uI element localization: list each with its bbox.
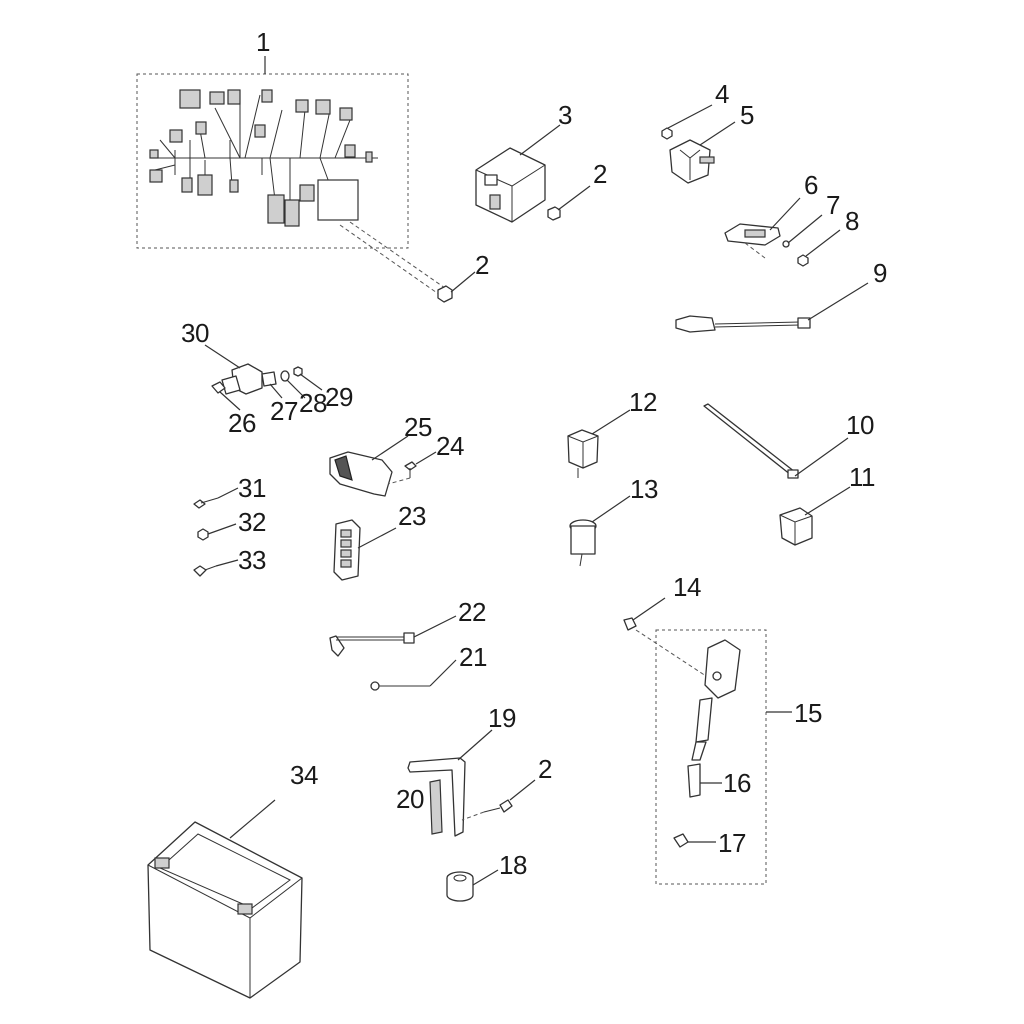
part-9-sensor-cable — [675, 282, 869, 333]
callout-2-harness-bolt: 2 — [475, 250, 489, 280]
part-28-washer — [280, 370, 306, 399]
callout-7: 7 — [826, 190, 840, 220]
part-1-dash-to-bolt — [339, 224, 441, 296]
callout-4: 4 — [715, 79, 729, 109]
part-20-pad — [429, 779, 443, 835]
part-31-bolt — [193, 487, 239, 509]
part-3-control-unit — [475, 124, 561, 223]
callout-17: 17 — [718, 828, 746, 858]
callout-24: 24 — [436, 431, 464, 461]
callout-26: 26 — [228, 408, 256, 438]
part-23-fuse-block — [333, 519, 397, 581]
callout-33: 33 — [238, 545, 266, 575]
part-29-nut — [293, 366, 323, 391]
callout-5: 5 — [740, 100, 754, 130]
part-15-ignition-coil — [655, 629, 792, 885]
part-18-grommet — [446, 869, 499, 902]
callout-19: 19 — [488, 703, 516, 733]
callout-8: 8 — [845, 206, 859, 236]
callout-34: 34 — [290, 760, 318, 790]
part-14-cap — [623, 597, 713, 681]
callout-22: 22 — [458, 597, 486, 627]
harness-connectors — [149, 89, 373, 227]
part-32-nut — [197, 523, 237, 541]
callout-2-ecu-bolt: 2 — [593, 159, 607, 189]
callout-16: 16 — [723, 768, 751, 798]
part-2-bolt-bracket — [461, 779, 536, 821]
callout-13: 13 — [630, 474, 658, 504]
callout-10: 10 — [846, 410, 874, 440]
part-13-sensor — [569, 495, 631, 567]
part-11-relay — [779, 486, 851, 546]
part-6-fuse-holder — [724, 197, 801, 259]
part-26-screw — [211, 381, 241, 411]
part-24-screw — [387, 451, 437, 485]
callout-9: 9 — [873, 258, 887, 288]
part-27-collar — [261, 371, 283, 399]
callout-6: 6 — [804, 170, 818, 200]
callout-11: 11 — [849, 462, 875, 492]
part-1-wiring-harness — [136, 56, 446, 296]
part-15-group-box — [655, 629, 767, 885]
callout-14: 14 — [673, 572, 701, 602]
part-25-cover — [329, 435, 409, 497]
part-21-ground-wire — [370, 659, 457, 691]
callout-labels: 1 2 3 2 4 5 6 7 8 9 10 11 12 13 14 15 16… — [181, 27, 888, 880]
callout-25: 25 — [404, 412, 432, 442]
callout-15: 15 — [794, 698, 822, 728]
callout-2-bracket-bolt: 2 — [538, 754, 552, 784]
part-12-flasher — [567, 409, 631, 478]
part-10-cable-tie — [703, 403, 849, 479]
callout-28: 28 — [299, 388, 327, 418]
part-22-cable — [329, 615, 457, 657]
part-19-bracket — [407, 729, 493, 837]
callout-12: 12 — [629, 387, 657, 417]
callout-18: 18 — [499, 850, 527, 880]
part-33-bolt — [193, 559, 239, 577]
part-7-washer — [782, 214, 823, 248]
part-30-sensor — [204, 344, 263, 395]
callout-20: 20 — [396, 784, 424, 814]
callout-30: 30 — [181, 318, 209, 348]
part-16-plug-cap — [687, 763, 722, 798]
callout-1: 1 — [256, 27, 270, 57]
callout-27: 27 — [270, 396, 298, 426]
callout-31: 31 — [238, 473, 266, 503]
part-2-bolt-harness — [437, 271, 476, 303]
callout-32: 32 — [238, 507, 266, 537]
part-2-bolt-ecu — [547, 185, 591, 221]
part-4-nut — [661, 104, 713, 140]
callout-21: 21 — [459, 642, 487, 672]
callout-23: 23 — [398, 501, 426, 531]
part-17-clip — [673, 833, 716, 848]
callout-29: 29 — [325, 382, 353, 412]
callout-3: 3 — [558, 100, 572, 130]
part-34-battery — [147, 799, 303, 999]
part-8-nut — [797, 229, 841, 267]
part-5-relay-switch — [669, 121, 736, 184]
